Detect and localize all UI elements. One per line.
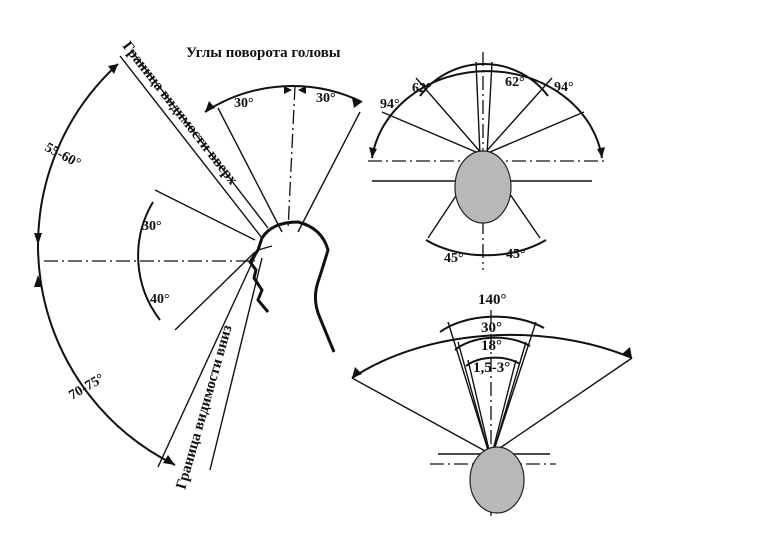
head-turn-left-label: 30° <box>234 96 254 111</box>
label-94-right: 94° <box>554 80 574 95</box>
nose-line <box>257 245 273 251</box>
head-field-view <box>469 446 525 514</box>
top-view: 94° 62° 62° 94° 45° 45° <box>368 52 606 270</box>
inner-vertical-arc <box>137 201 161 321</box>
label-94-left: 94° <box>380 97 400 112</box>
label-fovea: 1,5-3° <box>473 360 510 376</box>
top-arc-arrow-right <box>597 147 605 158</box>
arc-arrow-mid-down <box>34 275 42 287</box>
arc-140 <box>351 333 633 379</box>
ray-fovea-right <box>492 359 517 451</box>
label-140: 140° <box>478 292 507 308</box>
arc-45 <box>425 239 547 257</box>
arc-arrow-bottom <box>163 455 175 465</box>
side-view: Граница видимости вверх Граница видимост… <box>34 39 363 491</box>
angle-down-total-label: 70-75° <box>67 371 108 403</box>
angle-down-inner-label: 40° <box>150 292 170 307</box>
top-vertical-axis-3 <box>486 61 493 156</box>
head-rotation-arrow-mid <box>284 86 306 94</box>
head-rotation-arrow-right <box>352 98 362 108</box>
arc-140-arrow-left <box>352 367 362 378</box>
ray-94-right <box>482 111 585 156</box>
face-profile <box>248 237 270 313</box>
label-18: 18° <box>481 338 502 354</box>
ray-18-right <box>493 341 527 451</box>
lower-boundary-line-2 <box>209 257 263 471</box>
upper-boundary-line-2 <box>130 49 269 229</box>
angle-up-total-label: 55-60° <box>42 140 83 171</box>
lower-boundary-label: Граница видимости вниз <box>173 323 235 491</box>
arc-fovea <box>465 356 521 367</box>
inner-down-ray <box>174 251 256 331</box>
arc-arrow-top <box>108 64 118 74</box>
head-silhouette <box>260 220 336 353</box>
upper-boundary-label: Граница видимости вверх <box>119 39 241 189</box>
label-45-right: 45° <box>506 247 526 262</box>
arc-arrow-mid-up <box>34 233 42 245</box>
ray-fovea-left <box>467 359 490 451</box>
arc-140-arrow-right <box>622 347 632 358</box>
top-vertical-axis-2 <box>475 61 481 156</box>
head-rotation-left-ray <box>217 107 283 233</box>
ray-140-right <box>493 357 633 453</box>
head-rotation-right-ray <box>297 111 361 233</box>
angle-up-inner-label: 30° <box>142 219 162 234</box>
lower-boundary-line <box>157 249 259 468</box>
upper-boundary-line <box>119 55 263 239</box>
field-view: 140° 30° 18° 1,5-3° <box>351 292 633 520</box>
head-axis-vertical <box>287 85 296 231</box>
ray-94-left <box>381 111 484 156</box>
top-arc-arrow-left <box>369 147 377 158</box>
arc-62 <box>419 63 549 97</box>
vertical-field-arc <box>37 63 176 466</box>
ray-62-right <box>482 77 553 156</box>
ray-30-left <box>447 321 489 451</box>
inner-up-ray <box>154 189 256 241</box>
top-view-semicircle <box>371 70 603 159</box>
ray-140-left <box>351 377 488 453</box>
label-62-right: 62° <box>505 75 525 90</box>
label-30: 30° <box>481 320 502 336</box>
label-45-left: 45° <box>444 251 464 266</box>
label-62-left: 62° <box>412 81 432 96</box>
ray-62-left <box>415 77 484 156</box>
head-turn-right-label: 30° <box>316 91 336 106</box>
head-top-view <box>454 150 512 224</box>
head-rotation-arc <box>204 85 363 113</box>
diagram-title: Углы поворота головы <box>186 45 341 61</box>
head-rotation-arrow-left <box>205 101 215 112</box>
ray-18-left <box>457 341 489 451</box>
